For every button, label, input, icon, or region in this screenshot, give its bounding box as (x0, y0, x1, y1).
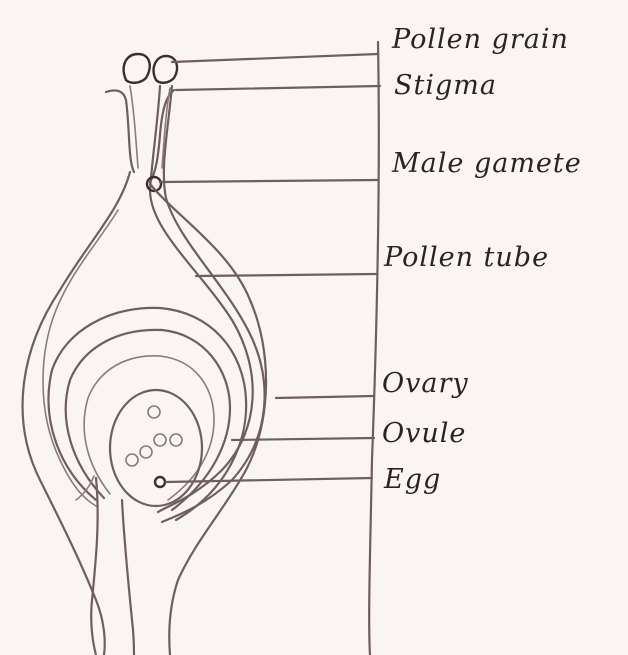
egg-cell (155, 477, 165, 487)
funicle (76, 476, 134, 655)
label-male-gamete: Male gamete (392, 150, 582, 177)
label-ovary: Ovary (382, 370, 469, 397)
embryo-sac (110, 390, 202, 506)
ovule-layers (49, 308, 247, 520)
label-ovule: Ovule (382, 420, 466, 447)
label-stigma: Stigma (394, 72, 497, 99)
label-guide-line (369, 42, 379, 655)
label-egg: Egg (384, 466, 441, 493)
pollen-grains (124, 54, 177, 83)
embryo-sac-cells (126, 406, 182, 487)
pollen-tube (150, 86, 265, 522)
label-pollen-tube: Pollen tube (384, 244, 549, 271)
label-pollen-grain: Pollen grain (392, 26, 569, 53)
